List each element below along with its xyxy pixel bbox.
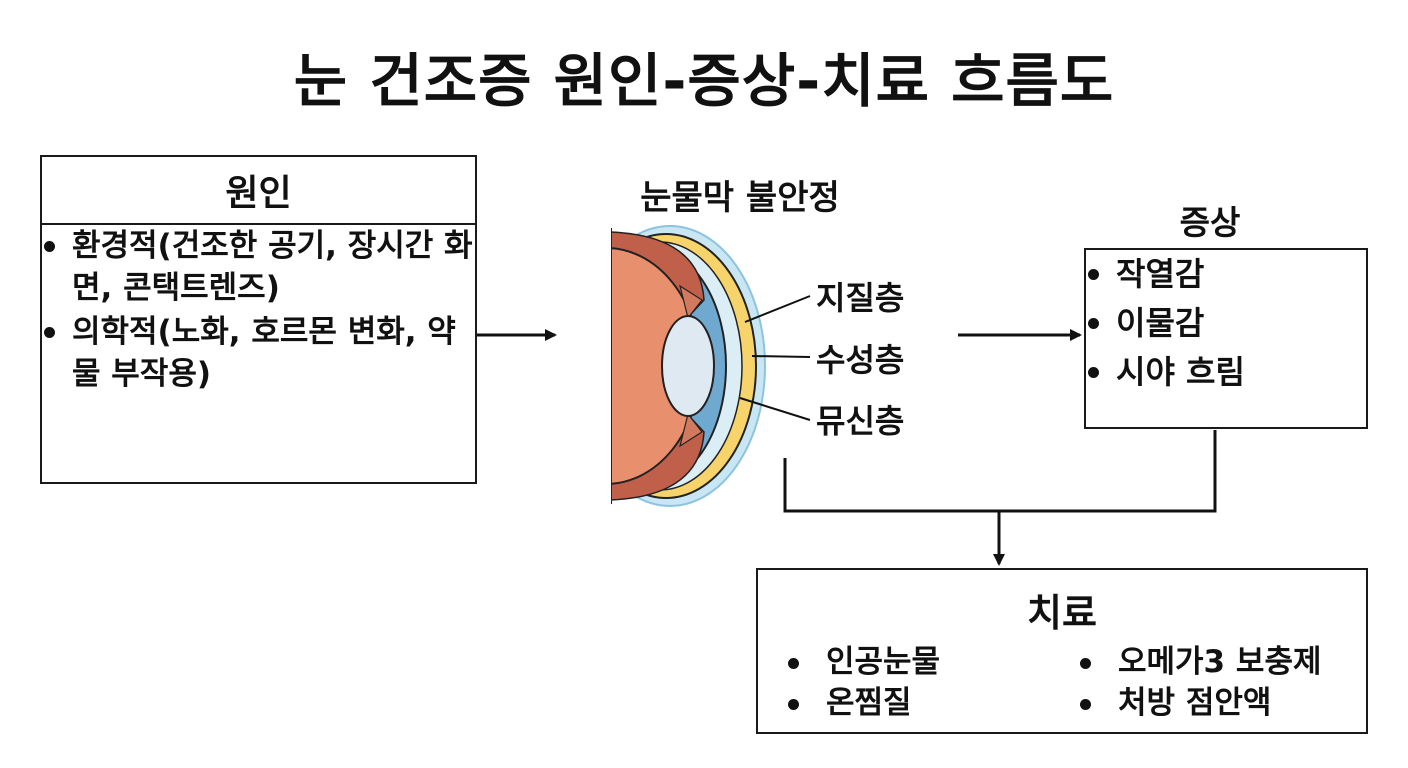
symptom-heading: 증상: [1179, 203, 1241, 242]
aqueous-layer-label: 수성층: [816, 341, 905, 379]
connector-to-treatment: [783, 430, 1217, 513]
cause-heading: 원인: [42, 157, 475, 225]
treatment-box: 치료 인공눈물 온찜질 오메가3 보충제 처방 점안액: [756, 568, 1368, 734]
symptom-list: 작열감 이물감 시야 흐림: [1086, 250, 1366, 397]
cause-box: 원인 환경적(건조한 공기, 장시간 화면, 콘택트렌즈) 의학적(노화, 호르…: [40, 155, 477, 484]
treatment-list-left: 인공눈물 온찜질: [784, 642, 940, 724]
tear-film-heading: 눈물막 불안정: [640, 178, 840, 218]
treatment-item-warm-compress: 온찜질: [784, 683, 940, 724]
cause-item-medical: 의학적(노화, 호르몬 변화, 약물 부작용): [42, 311, 475, 395]
treatment-heading: 치료: [1027, 591, 1097, 635]
page-title: 눈 건조증 원인-증상-치료 흐름도: [293, 47, 1115, 115]
treatment-item-omega3: 오메가3 보충제: [1076, 642, 1321, 683]
treatment-item-prescription-drops: 처방 점안액: [1076, 683, 1321, 724]
cause-list: 환경적(건조한 공기, 장시간 화면, 콘택트렌즈) 의학적(노화, 호르몬 변…: [42, 225, 475, 395]
symptom-box: 작열감 이물감 시야 흐림: [1084, 248, 1368, 429]
symptom-item-blurred-vision: 시야 흐림: [1086, 348, 1366, 397]
lipid-layer-pointer: [744, 295, 811, 323]
symptom-item-foreign-body: 이물감: [1086, 299, 1366, 348]
aqueous-layer-pointer: [751, 355, 811, 358]
eye-cross-section: [611, 225, 766, 507]
cause-item-environmental: 환경적(건조한 공기, 장시간 화면, 콘택트렌즈): [42, 225, 475, 309]
treatment-list-right: 오메가3 보충제 처방 점안액: [1076, 642, 1321, 724]
symptom-item-burning: 작열감: [1086, 250, 1366, 299]
mucin-layer-pointer: [739, 397, 811, 421]
treatment-item-artificial-tears: 인공눈물: [784, 642, 940, 683]
lipid-layer-label: 지질층: [816, 279, 905, 317]
mucin-layer-label: 뮤신층: [816, 402, 905, 440]
